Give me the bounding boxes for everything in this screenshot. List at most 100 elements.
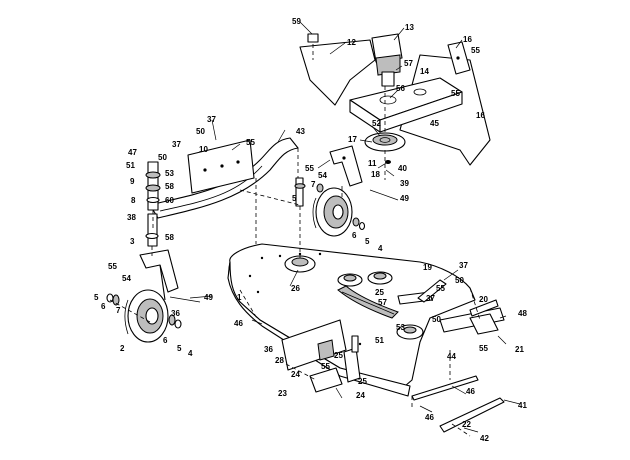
spindle-left-upper <box>145 161 161 211</box>
callout-55: 55 <box>451 89 460 98</box>
callout-52: 52 <box>372 119 381 128</box>
callout-4: 4 <box>378 244 383 253</box>
callout-28: 28 <box>275 356 284 365</box>
callout-4: 4 <box>188 349 193 358</box>
callout-50: 50 <box>196 127 205 136</box>
callout-53: 53 <box>165 169 174 178</box>
leader-lines <box>189 21 521 433</box>
callout-2: 2 <box>120 344 125 353</box>
cap-59 <box>307 33 319 43</box>
callout-47: 47 <box>128 148 137 157</box>
callout-58: 58 <box>165 233 174 242</box>
callout-42: 42 <box>480 434 489 443</box>
callout-23: 23 <box>278 389 287 398</box>
callout-46: 46 <box>234 319 243 328</box>
callout-16: 16 <box>463 35 472 44</box>
deck-pulley-center <box>337 271 393 287</box>
callout-37: 37 <box>426 294 435 303</box>
axle-support-plate <box>187 139 255 194</box>
callout-55: 55 <box>321 362 330 371</box>
callout-5: 5 <box>365 237 370 246</box>
deck-pulley-right <box>396 324 424 340</box>
callout-1: 1 <box>237 293 242 302</box>
callout-17: 17 <box>348 135 357 144</box>
callout-16: 16 <box>476 111 485 120</box>
callout-46: 46 <box>425 413 434 422</box>
callout-55: 55 <box>305 164 314 173</box>
callout-9: 9 <box>130 177 135 186</box>
callout-60: 60 <box>165 196 174 205</box>
callout-51: 51 <box>126 161 135 170</box>
callout-46: 46 <box>466 387 475 396</box>
callout-55: 55 <box>471 46 480 55</box>
callout-13: 13 <box>405 23 414 32</box>
callout-5: 5 <box>292 194 297 203</box>
callout-7: 7 <box>311 180 316 189</box>
mounting-plate <box>349 77 463 133</box>
callout-56: 56 <box>396 84 405 93</box>
callout-18: 18 <box>371 170 380 179</box>
callout-26: 26 <box>291 284 300 293</box>
callout-55: 55 <box>436 284 445 293</box>
callout-6: 6 <box>352 231 357 240</box>
hardware-left <box>106 293 201 329</box>
callout-7: 7 <box>116 306 121 315</box>
mower-deck <box>227 243 476 397</box>
callout-37: 37 <box>172 140 181 149</box>
callout-54: 54 <box>122 274 131 283</box>
bracket-20 <box>469 299 499 317</box>
callout-25: 25 <box>375 288 384 297</box>
callout-38: 38 <box>127 213 136 222</box>
callout-53: 53 <box>396 323 405 332</box>
rod-22 <box>411 375 479 401</box>
callout-43: 43 <box>296 127 305 136</box>
callout-20: 20 <box>479 295 488 304</box>
caster-bracket-right <box>329 145 363 187</box>
callout-54: 54 <box>318 171 327 180</box>
callout-37: 37 <box>459 261 468 270</box>
bracket-right-upper <box>447 41 471 75</box>
callout-39: 39 <box>400 179 409 188</box>
callout-57: 57 <box>404 59 413 68</box>
callout-51: 51 <box>375 336 384 345</box>
caster-fork-left <box>139 249 179 301</box>
callout-48: 48 <box>518 309 527 318</box>
callout-50: 50 <box>455 276 464 285</box>
callout-12: 12 <box>347 38 356 47</box>
callout-6: 6 <box>101 302 106 311</box>
wheel-left <box>124 289 169 343</box>
callout-8: 8 <box>131 196 136 205</box>
callout-5: 5 <box>94 293 99 302</box>
discharge-bracket <box>439 307 505 335</box>
callout-37: 37 <box>207 115 216 124</box>
callout-21: 21 <box>515 345 524 354</box>
spindle-left-lower <box>145 213 159 247</box>
callout-58: 58 <box>165 182 174 191</box>
idler-arm <box>397 279 447 305</box>
callout-24: 24 <box>356 391 365 400</box>
callout-25: 25 <box>358 377 367 386</box>
callout-3: 3 <box>130 237 135 246</box>
callout-5: 5 <box>177 344 182 353</box>
callout-14: 14 <box>420 67 429 76</box>
assembly-lines <box>109 44 481 437</box>
callout-49: 49 <box>204 293 213 302</box>
callout-57: 57 <box>378 298 387 307</box>
callout-55: 55 <box>108 262 117 271</box>
callout-22: 22 <box>462 420 471 429</box>
callout-49: 49 <box>400 194 409 203</box>
pin-51 <box>351 335 359 353</box>
callout-44: 44 <box>447 352 456 361</box>
gearbox <box>371 33 403 87</box>
callout-41: 41 <box>518 401 527 410</box>
drive-belt <box>337 285 399 319</box>
callout-50: 50 <box>158 153 167 162</box>
callout-55: 55 <box>479 344 488 353</box>
callout-24: 24 <box>291 370 300 379</box>
callout-59: 59 <box>292 17 301 26</box>
rear-bracket <box>281 319 347 371</box>
callout-40: 40 <box>398 164 407 173</box>
callout-19: 19 <box>423 263 432 272</box>
callout-45: 45 <box>430 119 439 128</box>
